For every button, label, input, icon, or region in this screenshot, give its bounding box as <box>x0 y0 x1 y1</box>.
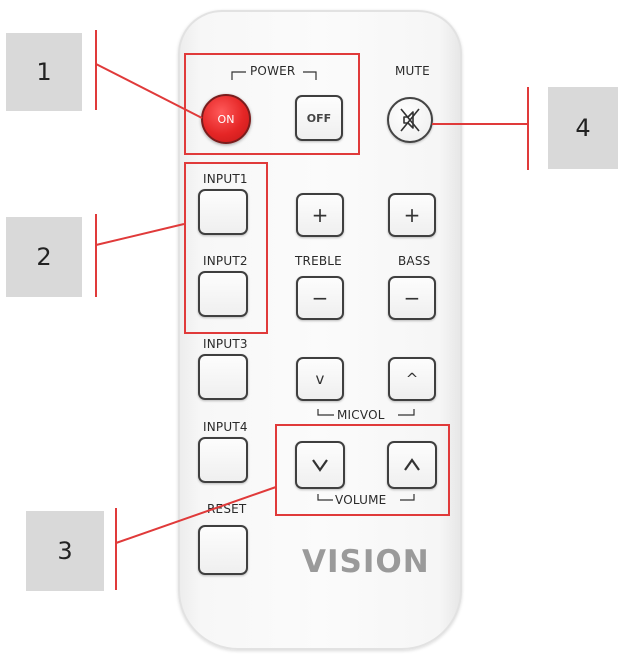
highlight-power-group <box>184 53 360 155</box>
input4-label: INPUT4 <box>203 420 248 434</box>
power-label-bracket: POWER <box>250 64 295 78</box>
speaker-muted-icon <box>400 108 420 132</box>
micvol-up-button[interactable]: ^ <box>388 357 436 401</box>
highlight-volume-group <box>275 424 450 516</box>
input3-button[interactable] <box>198 354 248 400</box>
power-label: POWER <box>250 64 296 78</box>
callout-3-number: 3 <box>57 537 73 565</box>
volume-label: VOLUME <box>335 493 387 507</box>
mute-label: MUTE <box>395 64 430 78</box>
micvol-label: MICVOL <box>337 408 385 422</box>
input1-button[interactable] <box>198 189 248 235</box>
chevron-down-icon: v <box>315 369 325 388</box>
callout-2-number: 2 <box>36 243 52 271</box>
volume-down-button[interactable] <box>295 441 345 489</box>
power-off-button[interactable]: OFF <box>295 95 343 141</box>
plus-icon: + <box>403 203 421 227</box>
reset-button[interactable] <box>198 525 248 575</box>
callout-2: 2 <box>6 217 82 297</box>
input3-label: INPUT3 <box>203 337 248 351</box>
plus-icon: + <box>311 203 329 227</box>
vision-brand-logo: VISION <box>302 544 430 580</box>
treble-up-button[interactable]: + <box>296 193 344 237</box>
bass-down-button[interactable]: − <box>388 276 436 320</box>
off-button-label: OFF <box>306 111 332 125</box>
minus-icon: − <box>403 286 421 310</box>
input1-label: INPUT1 <box>203 172 248 186</box>
mute-button[interactable] <box>387 97 433 143</box>
on-button-label: ON <box>217 112 235 126</box>
chevron-up-icon <box>404 458 420 471</box>
chevron-down-icon <box>312 459 328 472</box>
callout-1-number: 1 <box>36 58 52 86</box>
minus-icon: − <box>311 286 329 310</box>
callout-3: 3 <box>26 511 104 591</box>
treble-label: TREBLE <box>295 254 342 268</box>
input4-button[interactable] <box>198 437 248 483</box>
power-on-button[interactable]: ON <box>201 94 251 144</box>
highlight-input-group <box>184 162 268 334</box>
volume-up-button[interactable] <box>387 441 437 489</box>
input2-label: INPUT2 <box>203 254 248 268</box>
treble-down-button[interactable]: − <box>296 276 344 320</box>
callout-1: 1 <box>6 33 82 111</box>
callout-4: 4 <box>548 87 618 169</box>
micvol-down-button[interactable]: v <box>296 357 344 401</box>
chevron-up-icon: ^ <box>405 369 419 388</box>
bass-label: BASS <box>398 254 431 268</box>
reset-label: RESET <box>207 502 247 516</box>
bass-up-button[interactable]: + <box>388 193 436 237</box>
input2-button[interactable] <box>198 271 248 317</box>
callout-4-number: 4 <box>575 114 591 142</box>
